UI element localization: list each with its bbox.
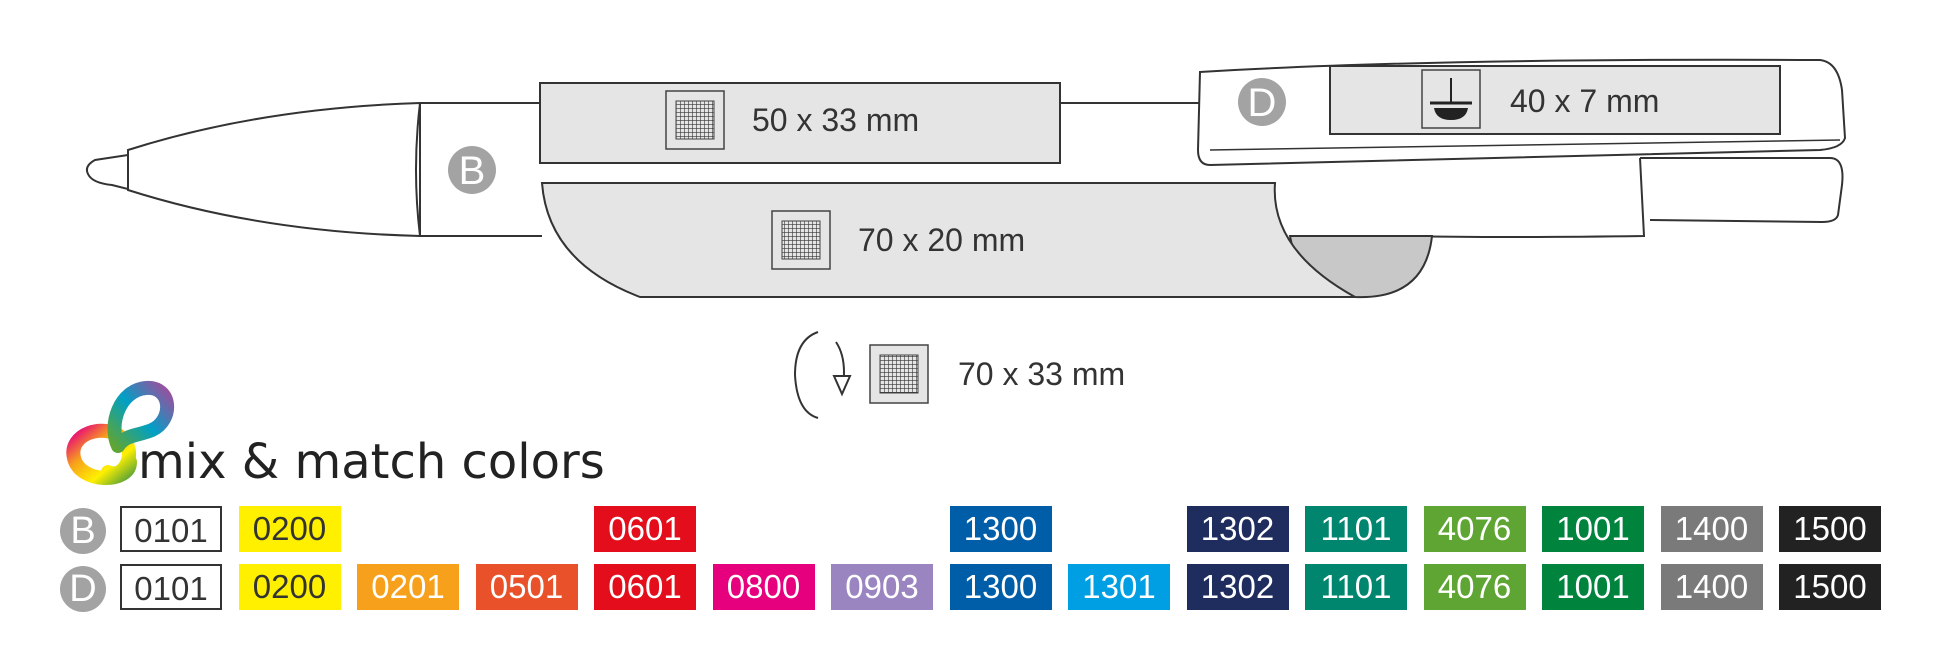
pen-cone [127, 101, 421, 238]
color-swatch-0601: 0601 [594, 506, 696, 552]
color-row-b: B 0101 0200 0601 1300 1302 1101 4076 1001 1400 15… [0, 506, 1936, 554]
print-zone-barrel [540, 182, 1359, 298]
pen-tip [85, 154, 129, 190]
color-row-d: D 0101 0200 0201 0501 0601 0800 0903 1300 1301 13… [0, 564, 1936, 612]
badge-clip-label: D [1248, 81, 1277, 125]
mix-match-logo-icon [66, 381, 174, 485]
color-swatch-1001: 1001 [1542, 564, 1644, 610]
color-swatch-1302: 1302 [1186, 564, 1289, 610]
color-swatch-0101: 0101 [120, 564, 222, 610]
dimension-clip: 40 x 7 mm [1510, 83, 1659, 119]
color-swatch-4076: 4076 [1423, 506, 1526, 552]
screen-print-icon [665, 90, 725, 150]
rotate-arrow-icon [793, 331, 852, 419]
color-swatch-1300: 1300 [949, 564, 1052, 610]
row-badge-d: D [60, 566, 106, 612]
color-swatch-0201: 0201 [357, 564, 459, 610]
color-swatch-1400: 1400 [1660, 506, 1763, 552]
print-zone-top [539, 82, 1061, 164]
color-swatch-0800: 0800 [712, 564, 815, 610]
pad-print-icon [1421, 69, 1481, 129]
pen-grip [415, 102, 421, 237]
color-swatch-0200: 0200 [238, 564, 341, 610]
badge-barrel-label: B [459, 149, 486, 193]
badge-barrel: B [448, 146, 496, 194]
screen-print-icon [869, 344, 929, 404]
dimension-barrel: 70 x 20 mm [858, 222, 1025, 258]
color-swatch-0501: 0501 [475, 564, 578, 610]
dimension-wrap: 70 x 33 mm [958, 356, 1125, 392]
print-zone-clip [1329, 65, 1781, 135]
pen-rear-cap [1640, 157, 1844, 224]
badge-clip: D [1238, 78, 1286, 126]
screen-print-icon [771, 210, 831, 270]
color-swatch-1300: 1300 [949, 506, 1052, 552]
color-swatch-0903: 0903 [831, 564, 933, 610]
color-swatch-0200: 0200 [238, 506, 341, 552]
color-swatch-4076: 4076 [1423, 564, 1526, 610]
color-swatch-1101: 1101 [1305, 564, 1407, 610]
color-swatch-1500: 1500 [1779, 564, 1881, 610]
color-swatch-0601: 0601 [594, 564, 696, 610]
dimension-top: 50 x 33 mm [752, 102, 919, 138]
brand-title: mix & match colors [138, 434, 605, 490]
row-badge-b: B [60, 508, 106, 554]
color-swatch-1101: 1101 [1305, 506, 1407, 552]
pen-print-area-diagram: B D 50 x 33 mm 70 x 20 mm 70 x 33 mm 40 … [85, 58, 1847, 419]
color-swatch-1400: 1400 [1660, 564, 1763, 610]
color-swatch-1301: 1301 [1068, 564, 1170, 610]
color-swatch-0101: 0101 [120, 506, 222, 552]
color-swatch-1001: 1001 [1542, 506, 1644, 552]
color-swatch-1500: 1500 [1779, 506, 1881, 552]
color-swatch-1302: 1302 [1186, 506, 1289, 552]
